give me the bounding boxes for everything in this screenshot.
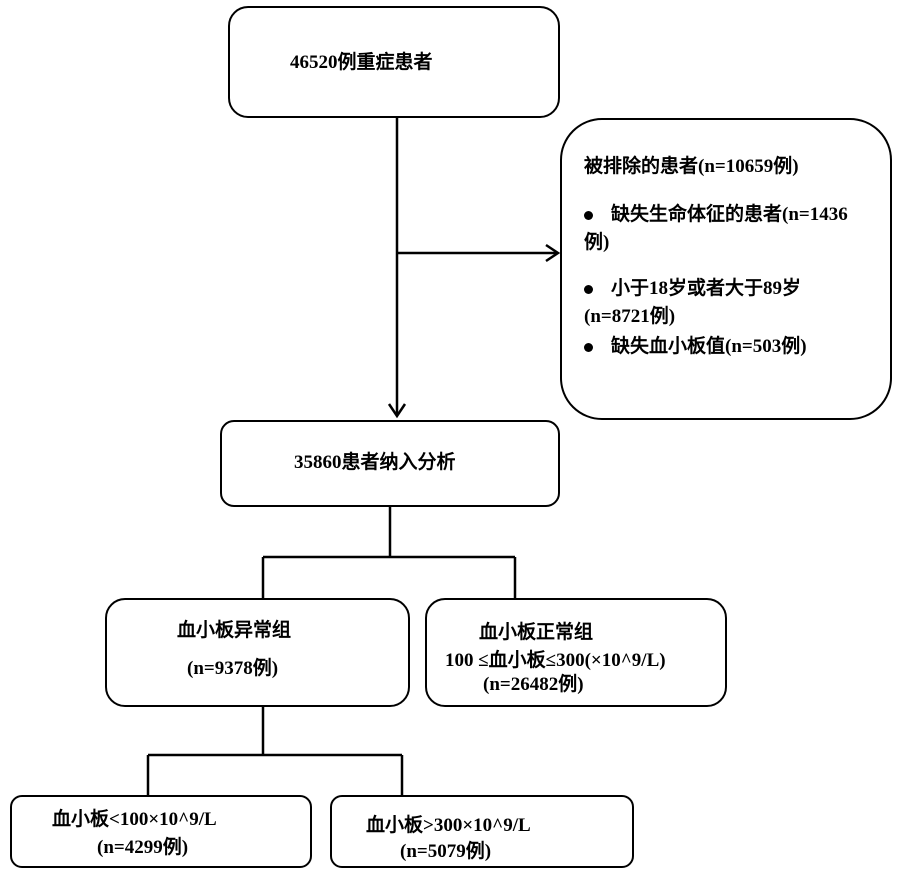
excluded-box: 被排除的患者(n=10659例) 缺失生命体征的患者(n=1436 例) 小于1…: [560, 118, 892, 420]
excluded-item-2: 小于18岁或者大于89岁: [584, 278, 801, 301]
low-box: 血小板<100×10^9/L (n=4299例): [10, 795, 312, 868]
normal-title: 血小板正常组: [479, 622, 594, 643]
included-label: 35860患者纳入分析: [294, 452, 456, 473]
bullet-icon: [584, 211, 593, 221]
abnormal-title: 血小板异常组: [177, 620, 292, 641]
arrowhead-down: [387, 403, 407, 419]
excluded-item-1: 缺失生命体征的患者(n=1436: [584, 204, 848, 227]
bullet-icon: [584, 343, 593, 353]
excluded-item-3: 缺失血小板值(n=503例): [584, 336, 807, 359]
normal-range: 100 ≤血小板≤300(×10^9/L): [445, 650, 666, 671]
high-title: 血小板>300×10^9/L: [366, 815, 531, 836]
arrowhead-right: [545, 243, 561, 263]
abnormal-count: (n=9378例): [187, 658, 279, 679]
abnormal-box: 血小板异常组 (n=9378例): [105, 598, 410, 707]
low-title: 血小板<100×10^9/L: [52, 809, 217, 830]
start-label: 46520例重症患者: [290, 52, 433, 73]
bullet-icon: [584, 285, 593, 295]
start-box: 46520例重症患者: [228, 6, 560, 118]
low-count: (n=4299例): [97, 837, 189, 858]
excluded-item-2-cont: (n=8721例): [584, 306, 676, 327]
normal-count: (n=26482例): [483, 674, 584, 695]
high-box: 血小板>300×10^9/L (n=5079例): [330, 795, 634, 868]
normal-box: 血小板正常组 100 ≤血小板≤300(×10^9/L) (n=26482例): [425, 598, 727, 707]
excluded-title: 被排除的患者(n=10659例): [584, 156, 799, 177]
high-count: (n=5079例): [400, 841, 492, 862]
excluded-item-1-cont: 例): [584, 232, 610, 253]
included-box: 35860患者纳入分析: [220, 420, 560, 507]
